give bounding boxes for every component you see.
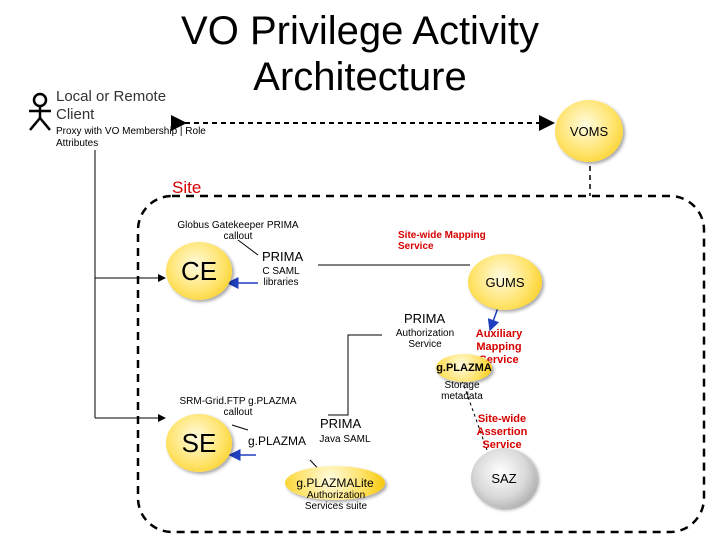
auth-se-link (328, 334, 382, 416)
site-boundary (136, 194, 706, 534)
saz-link (461, 379, 488, 451)
auth-prima-label: PRIMA (404, 311, 446, 326)
gums-label: GUMS (485, 274, 525, 290)
saz-title: Site-wide Assertion Service (476, 413, 528, 451)
ce-prima-link (237, 239, 259, 256)
gums-title: Site-wide Mapping Service (398, 230, 486, 252)
gums-node[interactable]: GUMS (468, 254, 542, 310)
ce-prima-sub: C SAML libraries (262, 266, 300, 288)
ce-node[interactable]: CE (166, 242, 232, 300)
ce-label: CE (180, 255, 218, 286)
page-title: VO Privilege Activity Architecture (181, 9, 539, 99)
gplazmalite-label: g.PLAZMALite (296, 476, 374, 490)
se-prima-sub: Java SAML (319, 434, 371, 445)
ce-prima-label: PRIMA (262, 249, 304, 264)
ce-callout: Globus Gatekeeper PRIMA callout (177, 220, 299, 242)
se-gplazma-link (231, 424, 249, 431)
saz-node[interactable]: SAZ (471, 448, 537, 508)
se-gplazma-label: g.PLAZMA (248, 434, 307, 448)
client-label: Local or Remote Client (56, 88, 167, 123)
se-node[interactable]: SE (166, 414, 232, 472)
se-prima-label: PRIMA (320, 416, 362, 431)
gplazmalite-node[interactable]: g.PLAZMALite (285, 466, 385, 500)
saz-label: SAZ (491, 470, 517, 486)
storage-gplazma-node[interactable]: g.PLAZMA (436, 354, 492, 382)
gplazmalite-sub: Authorization Services suite (304, 490, 368, 512)
voms-label: VOMS (569, 123, 609, 139)
site-label: Site (172, 178, 202, 197)
se-callout: SRM-Grid.FTP g.PLAZMA callout (179, 396, 297, 418)
auth-service-sub: Authorization Service (395, 328, 455, 350)
user-actor-icon (29, 92, 51, 131)
storage-metadata-label: Storage metadata (441, 380, 483, 402)
proxy-note: Proxy with VO Membership | Role Attribut… (56, 126, 206, 149)
voms-node[interactable]: VOMS (555, 100, 623, 162)
se-label: SE (181, 427, 217, 458)
storage-gplazma-label: g.PLAZMA (436, 362, 492, 374)
